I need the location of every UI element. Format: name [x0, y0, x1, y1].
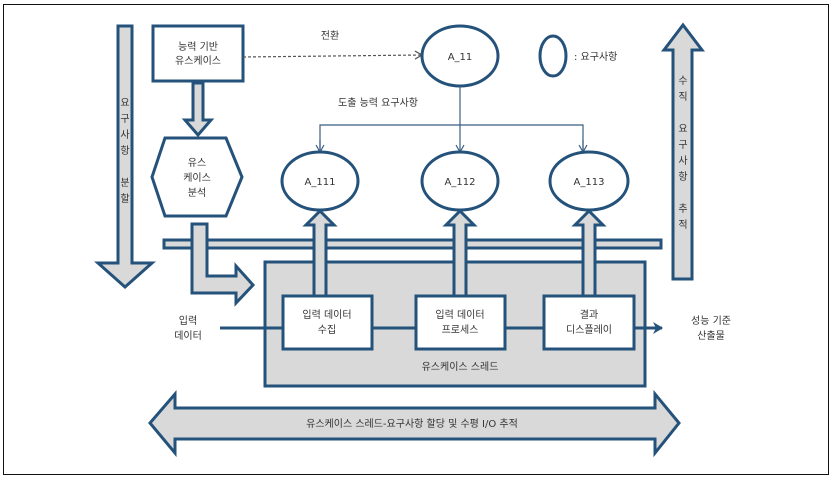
vertical-label-char: 구 — [678, 140, 687, 151]
usecase-analysis-line-1: 유스 — [188, 157, 206, 169]
derivation-lines — [315, 86, 588, 154]
step-to-A_112-arrow — [442, 208, 478, 299]
vertical-label-char: 사 — [120, 129, 129, 141]
thread-step-collect: 입력 데이터 수집 — [281, 294, 374, 351]
step-line-2: 수집 — [318, 324, 336, 336]
vertical-label-char: 사 — [678, 155, 687, 167]
step-to-A_111-arrow — [302, 208, 338, 299]
requirement-A_113: A_113 — [548, 150, 630, 212]
requirement-A_112: A_112 — [420, 150, 500, 212]
step-line-2: 프로세스 — [442, 324, 479, 336]
transition-label: 전환 — [321, 30, 339, 42]
vertical-label-char: 구 — [120, 114, 129, 125]
derived-requirements-label: 도출 능력 요구사항 — [338, 97, 418, 109]
usecase-analysis-line-2: 케이스 — [183, 172, 211, 184]
derivation-bracket — [319, 124, 584, 152]
requirement-id: A_112 — [445, 177, 476, 188]
output-label-line-2: 산출물 — [697, 330, 725, 342]
horizontal-trace-arrow: 유스케이스 스레드-요구사항 할당 및 수평 I/O 추적 — [148, 389, 681, 458]
vertical-label-char: 항 — [678, 171, 687, 183]
double-arrow-shape — [148, 389, 681, 458]
usecase-to-analysis-arrow — [181, 81, 215, 138]
step-box — [542, 294, 636, 351]
vertical-label-char: 수 — [678, 75, 687, 87]
requirement-id: A_11 — [448, 52, 473, 63]
legend-requirement-icon — [538, 34, 568, 78]
thread-label: 유스케이스 스레드 — [422, 361, 499, 373]
input-data-label: 입력 데이터 — [174, 314, 202, 342]
input-label-line-2: 데이터 — [174, 330, 202, 342]
hexagon-shape — [150, 136, 244, 218]
vertical-label-char: 추 — [678, 203, 687, 215]
vertical-label-char: 항 — [120, 145, 129, 157]
vertical-label-char: 직 — [678, 91, 687, 103]
output-label-line-1: 성능 기준 — [691, 315, 731, 327]
usecase-analysis-hexagon: 유스 케이스 분석 — [150, 136, 244, 218]
requirement-id: A_113 — [574, 177, 605, 188]
usecase-analysis-line-3: 분석 — [188, 187, 206, 199]
capability-usecase-line-2: 유스케이스 — [175, 55, 221, 67]
vertical-label-char: 할 — [120, 193, 129, 205]
input-label-line-1: 입력 — [179, 314, 197, 327]
step-box — [414, 294, 507, 351]
vertical-label-char: 분 — [120, 177, 129, 189]
analysis-to-thread-arrow — [190, 222, 256, 307]
capability-usecase-box: 능력 기반 유스케이스 — [151, 24, 245, 83]
step-line-2: 디스플레이 — [566, 324, 612, 336]
allocation-bar — [162, 238, 663, 250]
output-label: 성능 기준 산출물 — [691, 315, 731, 342]
capability-usecase-line-1: 능력 기반 — [178, 41, 218, 53]
step-line-1: 입력 데이터 — [302, 308, 351, 321]
vertical-label-char: 요 — [120, 98, 129, 109]
requirement-id: A_111 — [305, 177, 336, 188]
thread-step-process: 입력 데이터 프로세스 — [414, 294, 507, 351]
step-to-A_113-arrow — [571, 208, 607, 299]
vertical-label-char: 요 — [678, 124, 687, 135]
thread-step-display: 결과 디스플레이 — [542, 294, 636, 351]
requirement-A_111: A_111 — [280, 150, 360, 212]
down-arrow-shape — [94, 24, 156, 290]
up-arrow-shape — [660, 22, 706, 281]
capability-usecase-rect — [151, 24, 245, 83]
step-box — [281, 294, 374, 351]
legend: : 요구사항 — [538, 34, 617, 78]
legend-label: : 요구사항 — [574, 51, 617, 63]
step-line-1: 입력 데이터 — [435, 308, 484, 321]
step-line-1: 결과 — [580, 309, 598, 321]
requirement-A_11: A_11 — [420, 24, 500, 88]
horizontal-trace-label: 유스케이스 스레드-요구사항 할당 및 수평 I/O 추적 — [306, 418, 518, 430]
transition-dashed-arrow — [242, 50, 424, 60]
vertical-label-char: 적 — [678, 219, 687, 231]
